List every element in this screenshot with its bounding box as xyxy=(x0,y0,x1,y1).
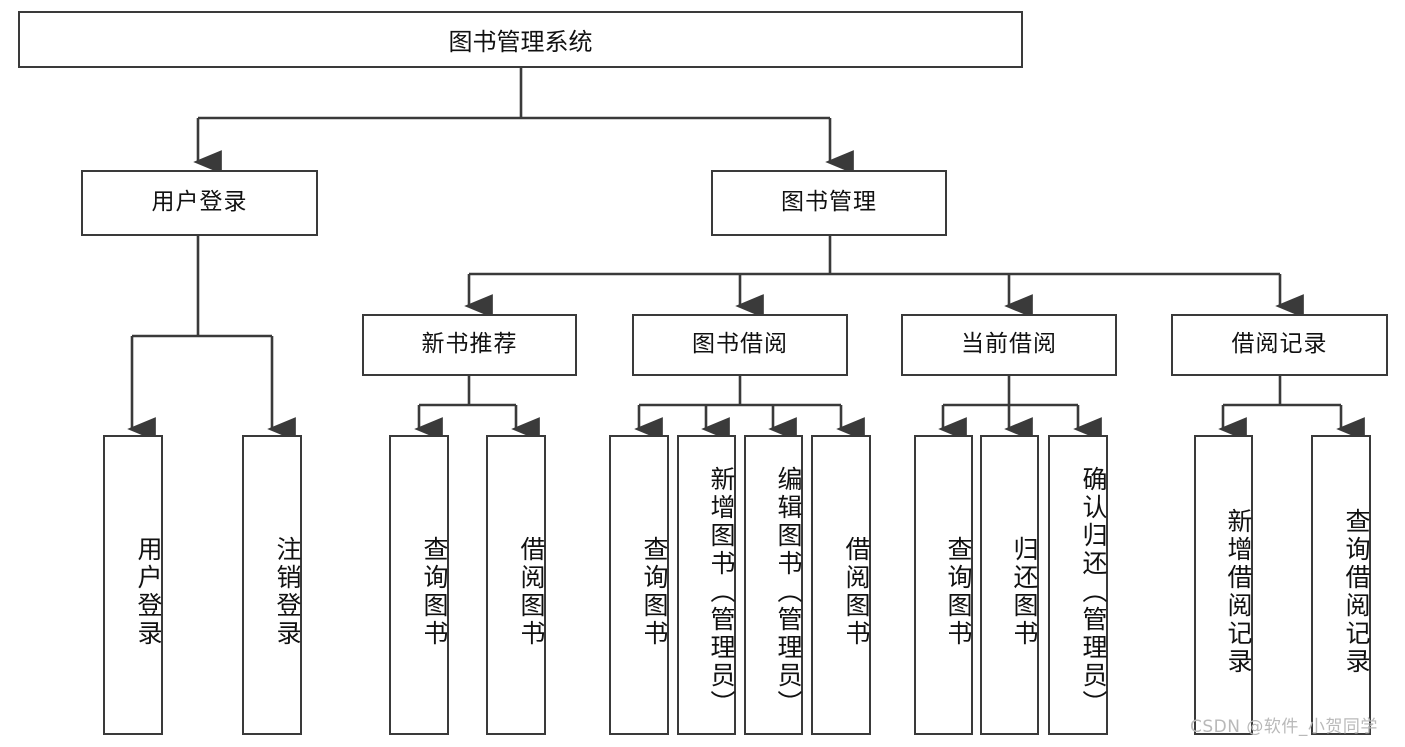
node-new-book-recommend[interactable]: 新书推荐 xyxy=(362,314,577,376)
leaf-borrow-book-1[interactable]: 借阅图书 xyxy=(486,435,546,735)
node-label: 图书管理 xyxy=(781,189,877,216)
node-borrow-record[interactable]: 借阅记录 xyxy=(1171,314,1388,376)
leaf-edit-book[interactable]: 编辑图书（管理员） xyxy=(744,435,803,735)
node-label: 查询图书 xyxy=(944,536,973,648)
leaf-query-record[interactable]: 查询借阅记录 xyxy=(1311,435,1371,735)
node-user-login[interactable]: 用户登录 xyxy=(81,170,318,236)
node-label: 图书管理系统 xyxy=(448,28,593,56)
node-label: 新书推荐 xyxy=(421,331,518,358)
node-label: 归还图书 xyxy=(1010,536,1039,648)
leaf-query-book-2[interactable]: 查询图书 xyxy=(609,435,669,735)
watermark: CSDN @软件_小贺同学 xyxy=(1190,717,1378,737)
node-label: 图书借阅 xyxy=(692,331,788,358)
node-root-book-management-system[interactable]: 图书管理系统 xyxy=(18,11,1023,68)
node-label: 用户登录 xyxy=(151,189,248,216)
leaf-logout-login[interactable]: 注销登录 xyxy=(242,435,302,735)
node-label: 查询借阅记录 xyxy=(1342,508,1371,676)
leaf-return-book[interactable]: 归还图书 xyxy=(980,435,1039,735)
leaf-confirm-return[interactable]: 确认归还（管理员） xyxy=(1048,435,1108,735)
node-label: 用户登录 xyxy=(134,536,163,648)
node-label: 借阅记录 xyxy=(1231,331,1328,358)
node-label: 新增图书（管理员） xyxy=(707,466,736,718)
node-label: 查询图书 xyxy=(640,536,669,648)
node-label: 当前借阅 xyxy=(961,331,1057,358)
leaf-user-login[interactable]: 用户登录 xyxy=(103,435,163,735)
node-book-management[interactable]: 图书管理 xyxy=(711,170,947,236)
node-book-borrow[interactable]: 图书借阅 xyxy=(632,314,848,376)
leaf-add-book[interactable]: 新增图书（管理员） xyxy=(677,435,736,735)
leaf-query-book-3[interactable]: 查询图书 xyxy=(914,435,973,735)
leaf-query-book-1[interactable]: 查询图书 xyxy=(389,435,449,735)
node-label: 确认归还（管理员） xyxy=(1079,466,1108,718)
node-label: 注销登录 xyxy=(273,536,302,648)
node-label: 查询图书 xyxy=(420,536,449,648)
leaf-borrow-book-2[interactable]: 借阅图书 xyxy=(811,435,871,735)
node-label: 借阅图书 xyxy=(842,536,871,648)
node-label: 新增借阅记录 xyxy=(1224,508,1253,676)
node-label: 借阅图书 xyxy=(517,536,546,648)
node-current-borrow[interactable]: 当前借阅 xyxy=(901,314,1117,376)
node-label: 编辑图书（管理员） xyxy=(774,466,803,718)
leaf-add-record[interactable]: 新增借阅记录 xyxy=(1194,435,1253,735)
